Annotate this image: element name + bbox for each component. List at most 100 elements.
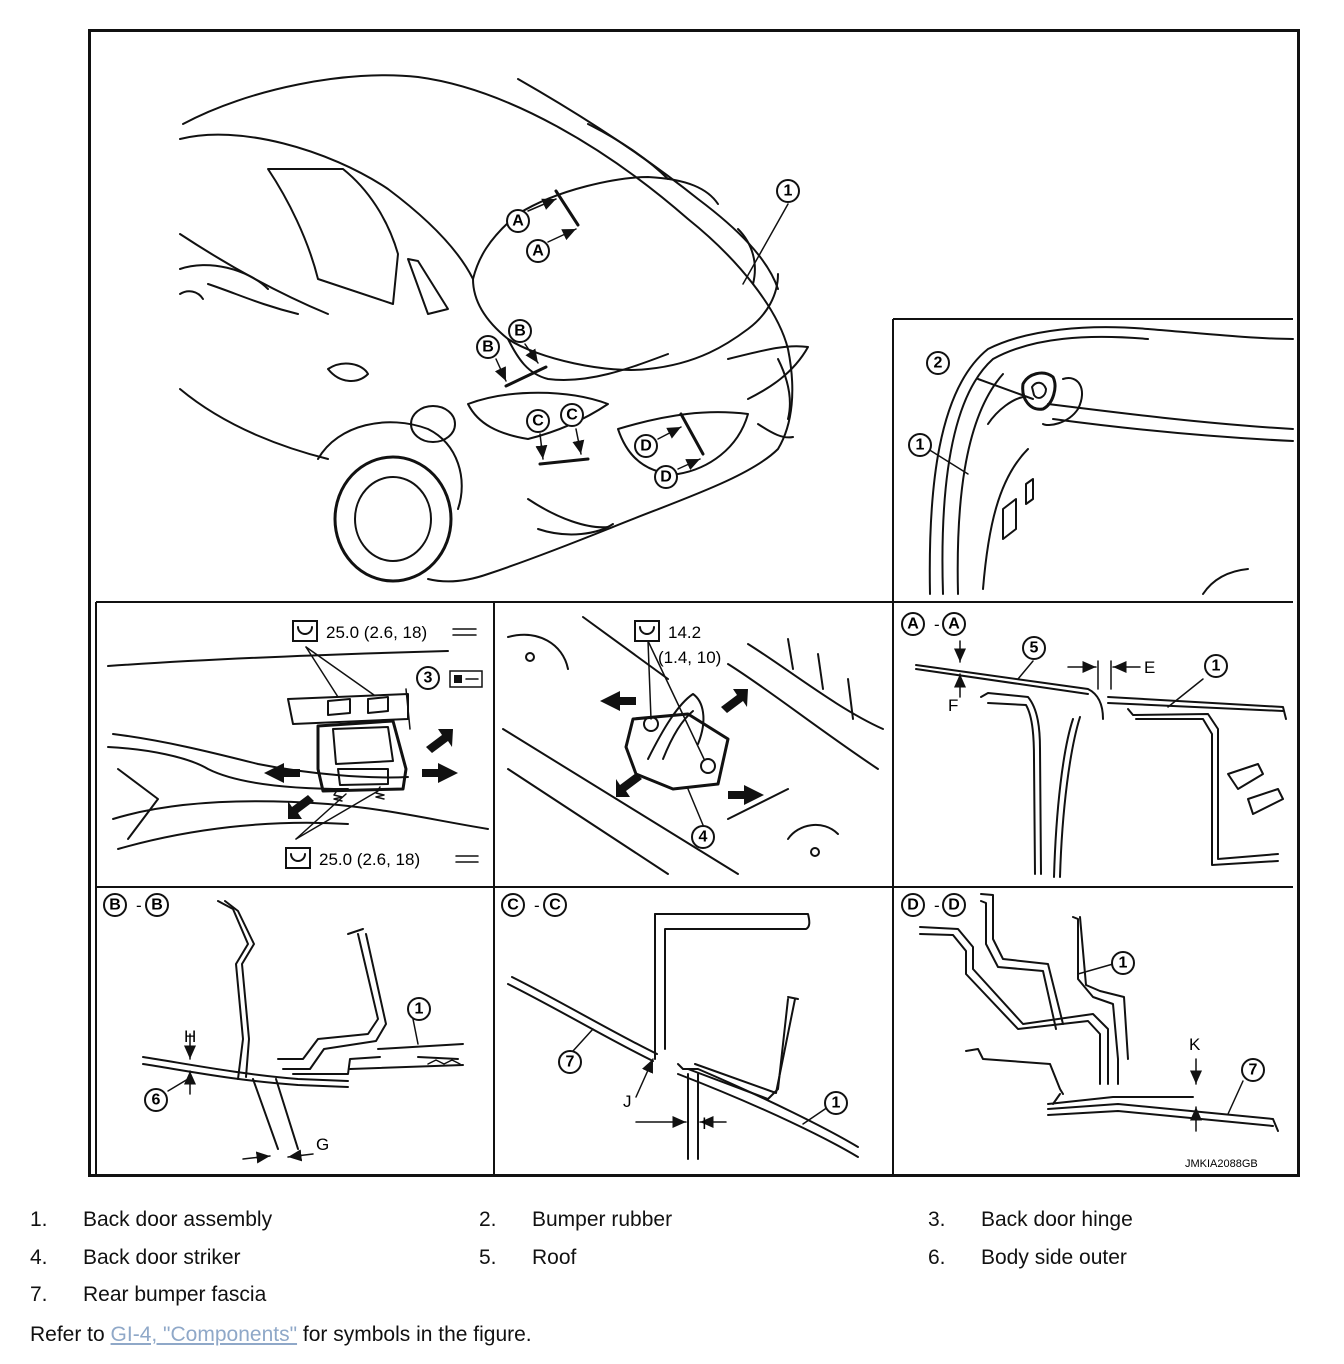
svg-text:5: 5 [1030, 640, 1039, 657]
title-D-left: D [901, 893, 925, 917]
callout-3: 3 [416, 666, 440, 690]
svg-text:D: D [948, 897, 960, 914]
svg-text:B: B [514, 323, 526, 340]
torque-hinge-top: 25.0 (2.6, 18) [326, 623, 427, 642]
svg-text:B: B [482, 339, 494, 356]
callout-4: 4 [691, 825, 715, 849]
dim-F: F [948, 696, 958, 715]
legend-label: Back door hinge [981, 1208, 1133, 1231]
svg-text:B: B [109, 897, 121, 914]
bumper-rubber-detail [927, 326, 1294, 595]
svg-text:1: 1 [415, 1001, 424, 1018]
title-B-sep: - [136, 896, 142, 915]
callout-5: 5 [1022, 636, 1046, 660]
svg-text:D: D [907, 897, 919, 914]
callout-2: 2 [926, 351, 950, 375]
title-D-sep: - [934, 896, 940, 915]
callout-7-CC: 7 [558, 1050, 582, 1074]
legend-row: 7. Rear bumper fascia [30, 1283, 1320, 1321]
svg-text:A: A [532, 243, 544, 260]
mark-D-upper: D [634, 434, 658, 458]
mark-B-left: B [476, 335, 500, 359]
note-suffix: for symbols in the figure. [297, 1323, 532, 1346]
figure-frame [88, 29, 1300, 1177]
legend-num: 2. [479, 1208, 497, 1231]
callout-6: 6 [144, 1088, 168, 1112]
dim-H: H [184, 1027, 196, 1046]
title-C-left: C [501, 893, 525, 917]
alignment-icon [449, 670, 483, 688]
mark-C-right: C [560, 403, 584, 427]
dim-E: E [1144, 658, 1155, 677]
svg-text:A: A [512, 213, 524, 230]
svg-text:1: 1 [784, 183, 793, 200]
legend-label: Back door assembly [83, 1208, 273, 1231]
title-C-sep: - [534, 896, 540, 915]
title-D-right: D [942, 893, 966, 917]
dim-J: J [623, 1092, 632, 1111]
svg-text:C: C [507, 897, 519, 914]
callout-1-CC: 1 [824, 1091, 848, 1115]
legend-num: 7. [30, 1283, 48, 1306]
svg-text:6: 6 [152, 1092, 161, 1109]
title-A-sep: - [934, 615, 940, 634]
svg-text:C: C [532, 413, 544, 430]
legend-num: 3. [928, 1208, 946, 1231]
legend: 1. Back door assembly 2. Bumper rubber 3… [30, 1208, 1320, 1321]
callout-1-bumper: 1 [908, 433, 932, 457]
svg-text:C: C [566, 407, 578, 424]
legend-num: 5. [479, 1245, 497, 1269]
svg-text:1: 1 [832, 1095, 841, 1112]
svg-text:D: D [640, 438, 652, 455]
svg-text:7: 7 [566, 1054, 575, 1071]
svg-text:B: B [151, 897, 163, 914]
svg-text:C: C [549, 897, 561, 914]
callout-1-BB: 1 [407, 997, 431, 1021]
legend-num: 1. [30, 1208, 48, 1231]
callout-1-DD: 1 [1111, 951, 1135, 975]
title-B-right: B [145, 893, 169, 917]
title-C-right: C [543, 893, 567, 917]
torque-striker-line2: (1.4, 10) [658, 648, 721, 667]
reference-note: Refer to GI-4, "Components" for symbols … [30, 1323, 532, 1347]
legend-label: Body side outer [981, 1245, 1127, 1269]
striker-panel [502, 616, 884, 875]
torque-striker-line1: 14.2 [668, 623, 701, 642]
torque-icon-hinge-top [292, 620, 318, 642]
legend-row: 4. Back door striker 5. Roof 6. Body sid… [30, 1246, 1320, 1284]
components-link[interactable]: GI-4, "Components" [110, 1323, 298, 1346]
title-B-left: B [103, 893, 127, 917]
legend-row: 1. Back door assembly 2. Bumper rubber 3… [30, 1208, 1320, 1246]
svg-text:1: 1 [1119, 955, 1128, 972]
svg-text:3: 3 [424, 670, 433, 687]
section-B-B [142, 900, 464, 1164]
torque-icon-hinge-bottom [285, 847, 311, 869]
svg-text:1: 1 [1212, 658, 1221, 675]
svg-text:D: D [660, 469, 672, 486]
hinge-panel [107, 646, 489, 850]
mark-D-lower: D [654, 465, 678, 489]
legend-num: 6. [928, 1245, 946, 1269]
legend-label: Back door striker [83, 1245, 241, 1269]
torque-icon-striker [634, 620, 660, 642]
title-A-right: A [942, 612, 966, 636]
mark-A-upper: A [506, 209, 530, 233]
section-A-A [915, 640, 1287, 878]
section-D-D [919, 893, 1279, 1132]
callout-1-AA: 1 [1204, 654, 1228, 678]
svg-text:A: A [907, 616, 919, 633]
legend-num: 4. [30, 1245, 48, 1269]
figure-id: JMKIA2088GB [1185, 1158, 1258, 1170]
title-A-left: A [901, 612, 925, 636]
vehicle-rear-view [179, 74, 809, 583]
legend-label: Bumper rubber [532, 1208, 673, 1231]
mark-C-left: C [526, 409, 550, 433]
svg-text:A: A [948, 616, 960, 633]
svg-text:4: 4 [699, 829, 708, 846]
note-prefix: Refer to [30, 1323, 111, 1346]
svg-text:1: 1 [916, 437, 925, 454]
callout-7-DD: 7 [1241, 1058, 1265, 1082]
callout-1-main: 1 [776, 179, 800, 203]
section-C-C [507, 913, 859, 1160]
svg-text:2: 2 [934, 355, 943, 372]
